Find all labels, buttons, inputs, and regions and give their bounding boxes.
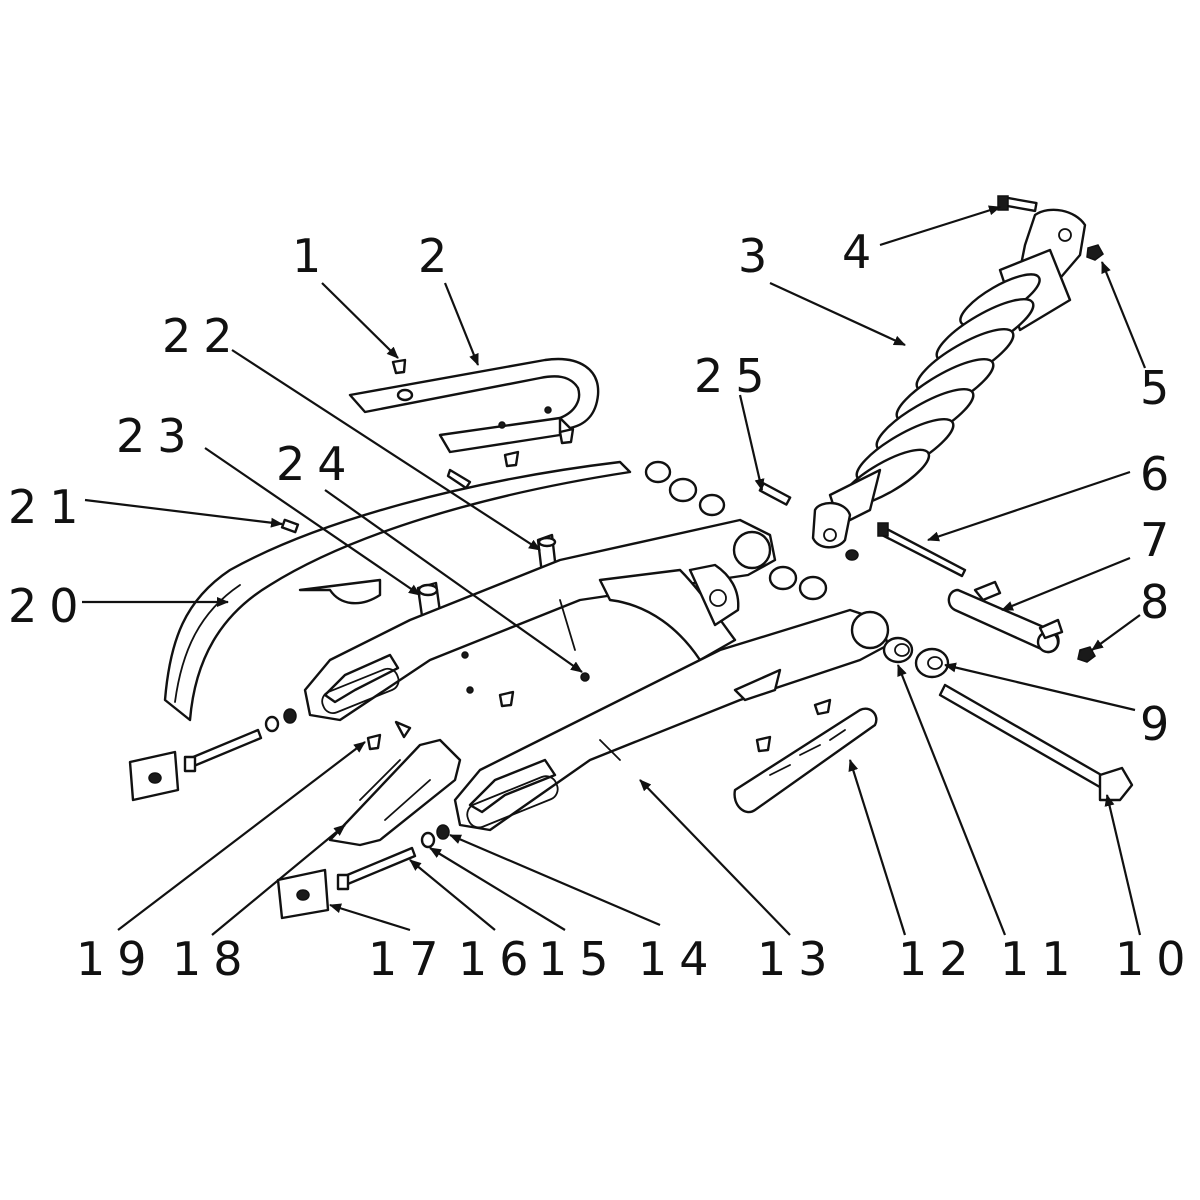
callout-22: 22 [162, 309, 245, 363]
shock-absorber [811, 208, 1087, 549]
slider-screws [446, 427, 575, 490]
axle-adjuster-block-upper [128, 750, 180, 802]
callout-1: 1 [292, 229, 333, 283]
callout-9: 9 [1140, 697, 1181, 751]
callout-14: 14 [638, 932, 721, 986]
leader-5 [1100, 261, 1147, 369]
pivot-shaft [938, 683, 1134, 802]
leader-12 [848, 759, 907, 936]
leader-14 [449, 833, 661, 927]
chain-guard-bolt [280, 518, 300, 534]
callout-25: 25 [694, 349, 777, 403]
adjuster-bolt-lower [336, 846, 417, 891]
leader-11 [896, 664, 1007, 936]
adjuster-nuts [264, 708, 450, 849]
callout-19: 19 [76, 932, 159, 986]
callout-16: 16 [458, 932, 541, 986]
callout-18: 18 [172, 932, 255, 986]
adjuster-bolt-upper [183, 728, 263, 773]
callout-7: 7 [1140, 513, 1181, 567]
swingarm-bolt [498, 690, 515, 708]
callout-4: 4 [842, 225, 883, 279]
leader-1 [321, 282, 399, 359]
leader-9 [944, 662, 1136, 712]
callout-11: 11 [1000, 932, 1083, 986]
leader-8 [1091, 614, 1141, 651]
callout-6: 6 [1140, 447, 1181, 501]
callout-23: 23 [116, 409, 199, 463]
leader-7 [1001, 556, 1131, 612]
shock-top-bolt [997, 195, 1038, 213]
pivot-bolt-small [758, 482, 792, 506]
callout-2: 2 [418, 229, 459, 283]
chain-adjuster-plate [328, 738, 462, 847]
leader-4 [879, 205, 1001, 247]
leader-17 [329, 903, 411, 932]
leader-lines [82, 205, 1147, 936]
leader-25 [738, 394, 765, 491]
callout-15: 15 [538, 932, 621, 986]
callout-17: 17 [368, 932, 451, 986]
pivot-sleeve [947, 580, 1064, 654]
shock-lower-bolt [877, 522, 967, 578]
leader-3 [769, 282, 906, 346]
leader-2 [443, 282, 480, 366]
leader-6 [927, 470, 1131, 542]
leader-23 [204, 447, 421, 596]
shock-top-nut [1086, 244, 1104, 261]
callout-20: 20 [8, 579, 91, 633]
adjuster-small-bolt [366, 720, 412, 751]
callout-24: 24 [276, 437, 359, 491]
pivot-sleeve-nut [1077, 646, 1096, 663]
leader-21 [84, 498, 283, 528]
callout-12: 12 [898, 932, 981, 986]
callout-3: 3 [738, 229, 779, 283]
pivot-bushings [644, 460, 859, 601]
chain-slider [348, 357, 600, 454]
leader-18 [211, 824, 346, 936]
chain-guard [163, 460, 632, 722]
leader-15 [429, 847, 566, 931]
callout-10: 10 [1115, 932, 1198, 986]
callout-8: 8 [1140, 575, 1181, 629]
axle-adjuster-block-lower [276, 868, 330, 920]
pivot-washer-inner [882, 636, 914, 664]
callout-labels: 1 2 3 4 5 6 7 8 9 10 11 12 13 14 15 16 1… [8, 225, 1198, 986]
slider-screw [391, 358, 407, 375]
chain-roller-bracket [733, 698, 878, 814]
pivot-washer-outer [914, 647, 950, 679]
leader-13 [639, 779, 791, 936]
leader-24 [324, 489, 583, 673]
callout-21: 21 [8, 480, 91, 534]
leader-22 [231, 349, 541, 551]
callout-13: 13 [757, 932, 840, 986]
leader-16 [409, 859, 496, 931]
callout-5: 5 [1140, 361, 1181, 415]
leader-10 [1104, 794, 1142, 936]
leader-19 [117, 741, 366, 931]
